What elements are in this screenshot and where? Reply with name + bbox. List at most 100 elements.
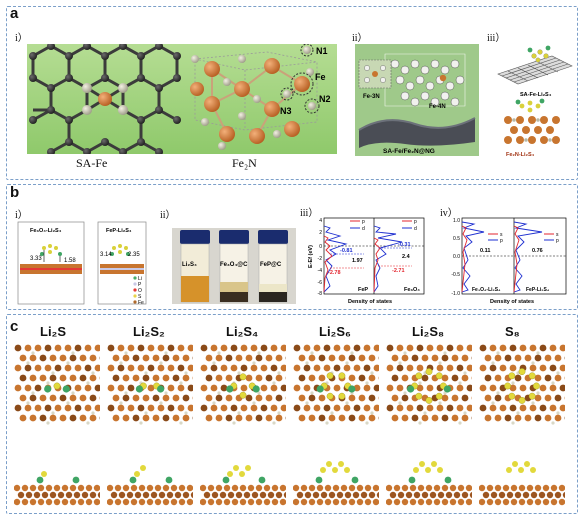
fe-atom [255, 394, 263, 402]
fe-atom [534, 394, 542, 402]
li-atom-side [444, 476, 452, 484]
fe-atom [499, 404, 507, 412]
fe-atom [456, 404, 464, 412]
fe-atom [39, 414, 47, 422]
s-atom-side [320, 467, 326, 473]
fe-atom-side [279, 484, 286, 492]
fe-atom [328, 354, 336, 362]
fe-atom [162, 354, 170, 362]
fe-atom [79, 374, 87, 382]
n-atom [119, 401, 123, 405]
fe-atom [509, 384, 517, 392]
n-atom [418, 421, 422, 425]
fe-atom [353, 404, 361, 412]
fe-atom-side [85, 484, 93, 492]
fe-atom [230, 364, 238, 372]
fe-atom-side [255, 484, 263, 492]
fe-atom-side [526, 484, 534, 492]
fe-atom-side [530, 491, 538, 499]
s-atom-side [134, 471, 140, 477]
fe-atom-side [417, 484, 425, 492]
fe-atom-side [134, 491, 142, 499]
fe-atom [529, 404, 537, 412]
fe-atom [293, 364, 301, 372]
fe-atom-side [239, 498, 247, 506]
s-atom-side [140, 465, 146, 471]
fe-atom [363, 344, 371, 352]
vial-photo: Li₂S₄ Fe₃O₄@C FeP@C [172, 228, 296, 304]
fe-atom [255, 354, 263, 362]
fe-atom [338, 354, 346, 362]
fe-atom [137, 364, 145, 372]
n-atom [164, 351, 168, 355]
fe-atom [182, 354, 190, 362]
fe-atom [519, 404, 527, 412]
fe-atom-side [45, 498, 53, 506]
fe-atom [69, 374, 77, 382]
fe-atom [245, 414, 253, 422]
fep-dband: -2.78 [328, 270, 341, 276]
li-atom-side [315, 476, 323, 484]
fe-atom-side [293, 484, 300, 492]
n-atom [86, 421, 90, 425]
fe-atom [112, 354, 120, 362]
s-atom [528, 392, 536, 400]
li-atom-side [129, 476, 137, 484]
fe-atom [368, 374, 376, 382]
n-atom [277, 411, 281, 415]
s-atom-side [41, 471, 47, 477]
fe-atom [177, 384, 185, 392]
fe-atom-side [190, 491, 193, 499]
fe-atom [479, 384, 487, 392]
fe-atom-side [69, 484, 77, 492]
fe-atom-side [449, 484, 457, 492]
fe-atom [549, 344, 557, 352]
fe-atom-side [207, 498, 215, 506]
fe-atom [147, 344, 155, 352]
fe-atom-side [85, 498, 93, 506]
fe-atom [34, 364, 42, 372]
n-atom [212, 401, 216, 405]
fe-atom-side [247, 498, 255, 506]
fe-atom [177, 344, 185, 352]
n-atom [144, 371, 148, 375]
n-atom [184, 371, 188, 375]
n-atom [398, 401, 402, 405]
fe-atom-side [126, 491, 134, 499]
fe-atom-side [283, 491, 286, 499]
fe-atom [554, 374, 562, 382]
n-atom [51, 371, 55, 375]
fe-atom [89, 374, 97, 382]
dist-2-35: 2.35 [128, 252, 140, 258]
fe-atom [358, 414, 366, 422]
s-atom [338, 372, 346, 380]
fe-atom [489, 384, 497, 392]
fe-atom-side [231, 498, 239, 506]
fe-atom-side [393, 484, 401, 492]
fe-atom-side [223, 498, 231, 506]
li-atom-side [408, 476, 416, 484]
fe-atom-side [376, 491, 379, 499]
fe-atom [275, 414, 283, 422]
fe-atom [544, 374, 552, 382]
s-atom-side [419, 461, 425, 467]
fe-atom [484, 374, 492, 382]
fep-pband: -0.81 [340, 248, 353, 254]
fe-atom [499, 364, 507, 372]
fe-atom [79, 414, 87, 422]
fe-atom [406, 344, 414, 352]
fe-atom [250, 404, 258, 412]
fep-li2s4-s-series [513, 225, 520, 293]
dos-legend-d-2: d [414, 226, 417, 232]
fe-atom-side [211, 491, 219, 499]
fe-atom [343, 344, 351, 352]
fe-atom [504, 414, 512, 422]
fe-atom [323, 364, 331, 372]
n-atom [31, 351, 35, 355]
fe-atom [524, 354, 532, 362]
fe-atom-side [352, 491, 360, 499]
fe-atom [338, 414, 346, 422]
fe-atom-side [368, 491, 376, 499]
fe-atom [44, 364, 52, 372]
fe-atom-side [479, 498, 486, 506]
